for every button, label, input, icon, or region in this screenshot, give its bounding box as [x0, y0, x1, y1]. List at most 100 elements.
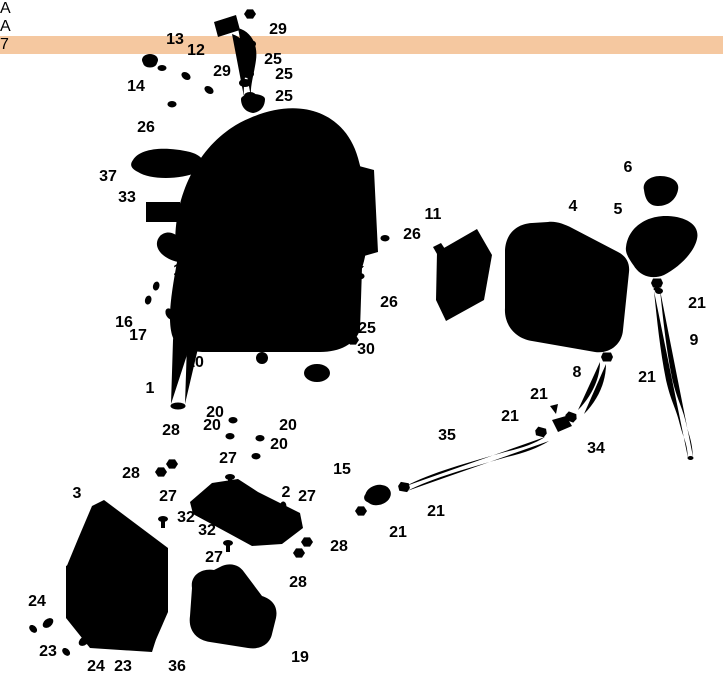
part-8-hose [578, 362, 606, 414]
part-26-screw [167, 101, 177, 124]
part-label-35-55[interactable]: 35 [438, 427, 456, 444]
construction-lines [52, 99, 584, 641]
part-label-23-49[interactable]: 23 [114, 658, 132, 675]
part-label-21-60[interactable]: 21 [638, 369, 656, 386]
ref-marker-A-0: A [0, 0, 11, 17]
part-label-30-23[interactable]: 30 [248, 328, 266, 345]
part-label-36-50[interactable]: 36 [168, 658, 186, 675]
ref-marker-A-1: A [0, 18, 11, 35]
part-19-muffler [189, 564, 277, 649]
part-label-32-38[interactable]: 32 [177, 509, 195, 526]
part-label-25-22[interactable]: 25 [250, 304, 268, 321]
part-21-clamp [601, 352, 613, 362]
part-25-washer [244, 92, 256, 100]
part-label-25-7[interactable]: 25 [275, 88, 293, 105]
part-label-25-24[interactable]: 25 [317, 308, 335, 325]
part-label-16-20[interactable]: 16 [115, 314, 133, 331]
part-label-30-25[interactable]: 30 [313, 330, 331, 347]
selected-part-badge[interactable]: 7 [0, 36, 723, 54]
part-label-13-1[interactable]: 13 [166, 31, 184, 48]
part-label-33-10[interactable]: 33 [118, 189, 136, 206]
part-label-9-62[interactable]: 9 [689, 332, 699, 349]
part-label-24-46[interactable]: 24 [28, 593, 46, 610]
part-label-10-28[interactable]: 10 [186, 354, 204, 371]
part-label-4-12[interactable]: 4 [568, 198, 578, 215]
part-label-27-35[interactable]: 27 [219, 450, 237, 467]
part-label-28-30[interactable]: 28 [162, 422, 180, 439]
part-label-24-48[interactable]: 24 [87, 658, 105, 675]
part-label-18-19[interactable]: 18 [252, 281, 270, 298]
part-36-bracket [66, 546, 164, 652]
part-label-11-11[interactable]: 11 [424, 206, 442, 223]
part-label-1-29[interactable]: 1 [145, 380, 155, 397]
part-11-gasket [433, 229, 492, 321]
part-29-washer [239, 79, 251, 87]
part-label-2-40[interactable]: 2 [281, 484, 291, 501]
part-6-fuel-cap [643, 176, 679, 206]
part-label-32-39[interactable]: 32 [198, 522, 216, 539]
part-26-screw [380, 235, 390, 258]
part-label-20-33[interactable]: 20 [279, 417, 297, 434]
part-label-6-13[interactable]: 6 [623, 159, 633, 176]
part-label-27-41[interactable]: 27 [298, 488, 316, 505]
part-27-clip [158, 516, 168, 528]
part-29-nut [244, 9, 256, 19]
part-label-20-31[interactable]: 20 [206, 404, 224, 421]
part-label-28-43[interactable]: 28 [330, 538, 348, 555]
part-10-ring-nut [208, 336, 227, 352]
part-label-29-0[interactable]: 29 [269, 21, 287, 38]
part-label-21-61[interactable]: 21 [688, 295, 706, 312]
part-34-valve [550, 404, 572, 441]
part-label-27-37[interactable]: 27 [159, 488, 177, 505]
part-label-12-2[interactable]: 12 [187, 42, 205, 59]
part-14-ring [157, 65, 167, 71]
part-label-21-58[interactable]: 21 [530, 386, 548, 403]
part-label-28-44[interactable]: 28 [289, 574, 307, 591]
part-label-23-47[interactable]: 23 [39, 643, 57, 660]
part-label-34-56[interactable]: 34 [587, 440, 605, 457]
part-label-21-57[interactable]: 21 [501, 408, 519, 425]
part-label-28-36[interactable]: 28 [122, 465, 140, 482]
part-35-hose [406, 437, 549, 491]
part-label-30-27[interactable]: 30 [357, 341, 375, 358]
part-13-plug [142, 54, 158, 68]
part-label-8-59[interactable]: 8 [572, 364, 582, 381]
part-label-16-17[interactable]: 16 [173, 262, 191, 279]
part-label-5-14[interactable]: 5 [613, 201, 623, 218]
part-label-26-16[interactable]: 26 [380, 294, 398, 311]
part-2-bracket-plate [190, 479, 303, 546]
part-27-clip [223, 540, 233, 552]
part-25-washer [242, 70, 254, 78]
part-21-clamp [651, 278, 663, 288]
part-label-17-21[interactable]: 17 [129, 327, 147, 344]
part-label-37-9[interactable]: 37 [99, 168, 117, 185]
part-5-filler-cover [625, 215, 698, 294]
part-label-21-53[interactable]: 21 [427, 503, 445, 520]
part-label-27-42[interactable]: 27 [205, 549, 223, 566]
part-label-20-32[interactable]: 20 [203, 417, 221, 434]
part-label-20-34[interactable]: 20 [270, 436, 288, 453]
part-label-26-8[interactable]: 26 [137, 119, 155, 136]
part-12-tube [181, 71, 214, 99]
part-1-pipe [170, 314, 216, 410]
part-label-25-3[interactable]: 25 [264, 51, 282, 68]
part-label-25-26[interactable]: 25 [358, 320, 376, 337]
part-label-25-5[interactable]: 25 [275, 66, 293, 83]
part-33-warning-label [146, 202, 180, 222]
part-label-29-4[interactable]: 29 [213, 63, 231, 80]
part-label-3-45[interactable]: 3 [72, 485, 82, 502]
part-label-15-52[interactable]: 15 [333, 461, 351, 478]
part-label-19-51[interactable]: 19 [291, 649, 309, 666]
part-37-cover [131, 148, 204, 178]
part-label-17-18[interactable]: 17 [194, 275, 212, 292]
part-label-21-54[interactable]: 21 [389, 524, 407, 541]
part-label-26-15[interactable]: 26 [403, 226, 421, 243]
part-21-clamp [397, 481, 411, 493]
part-label-14-6[interactable]: 14 [127, 78, 145, 95]
part-15-fuel-filter [364, 484, 398, 510]
part-4-fuel-tank [504, 221, 630, 356]
part-25-washer [244, 40, 256, 48]
